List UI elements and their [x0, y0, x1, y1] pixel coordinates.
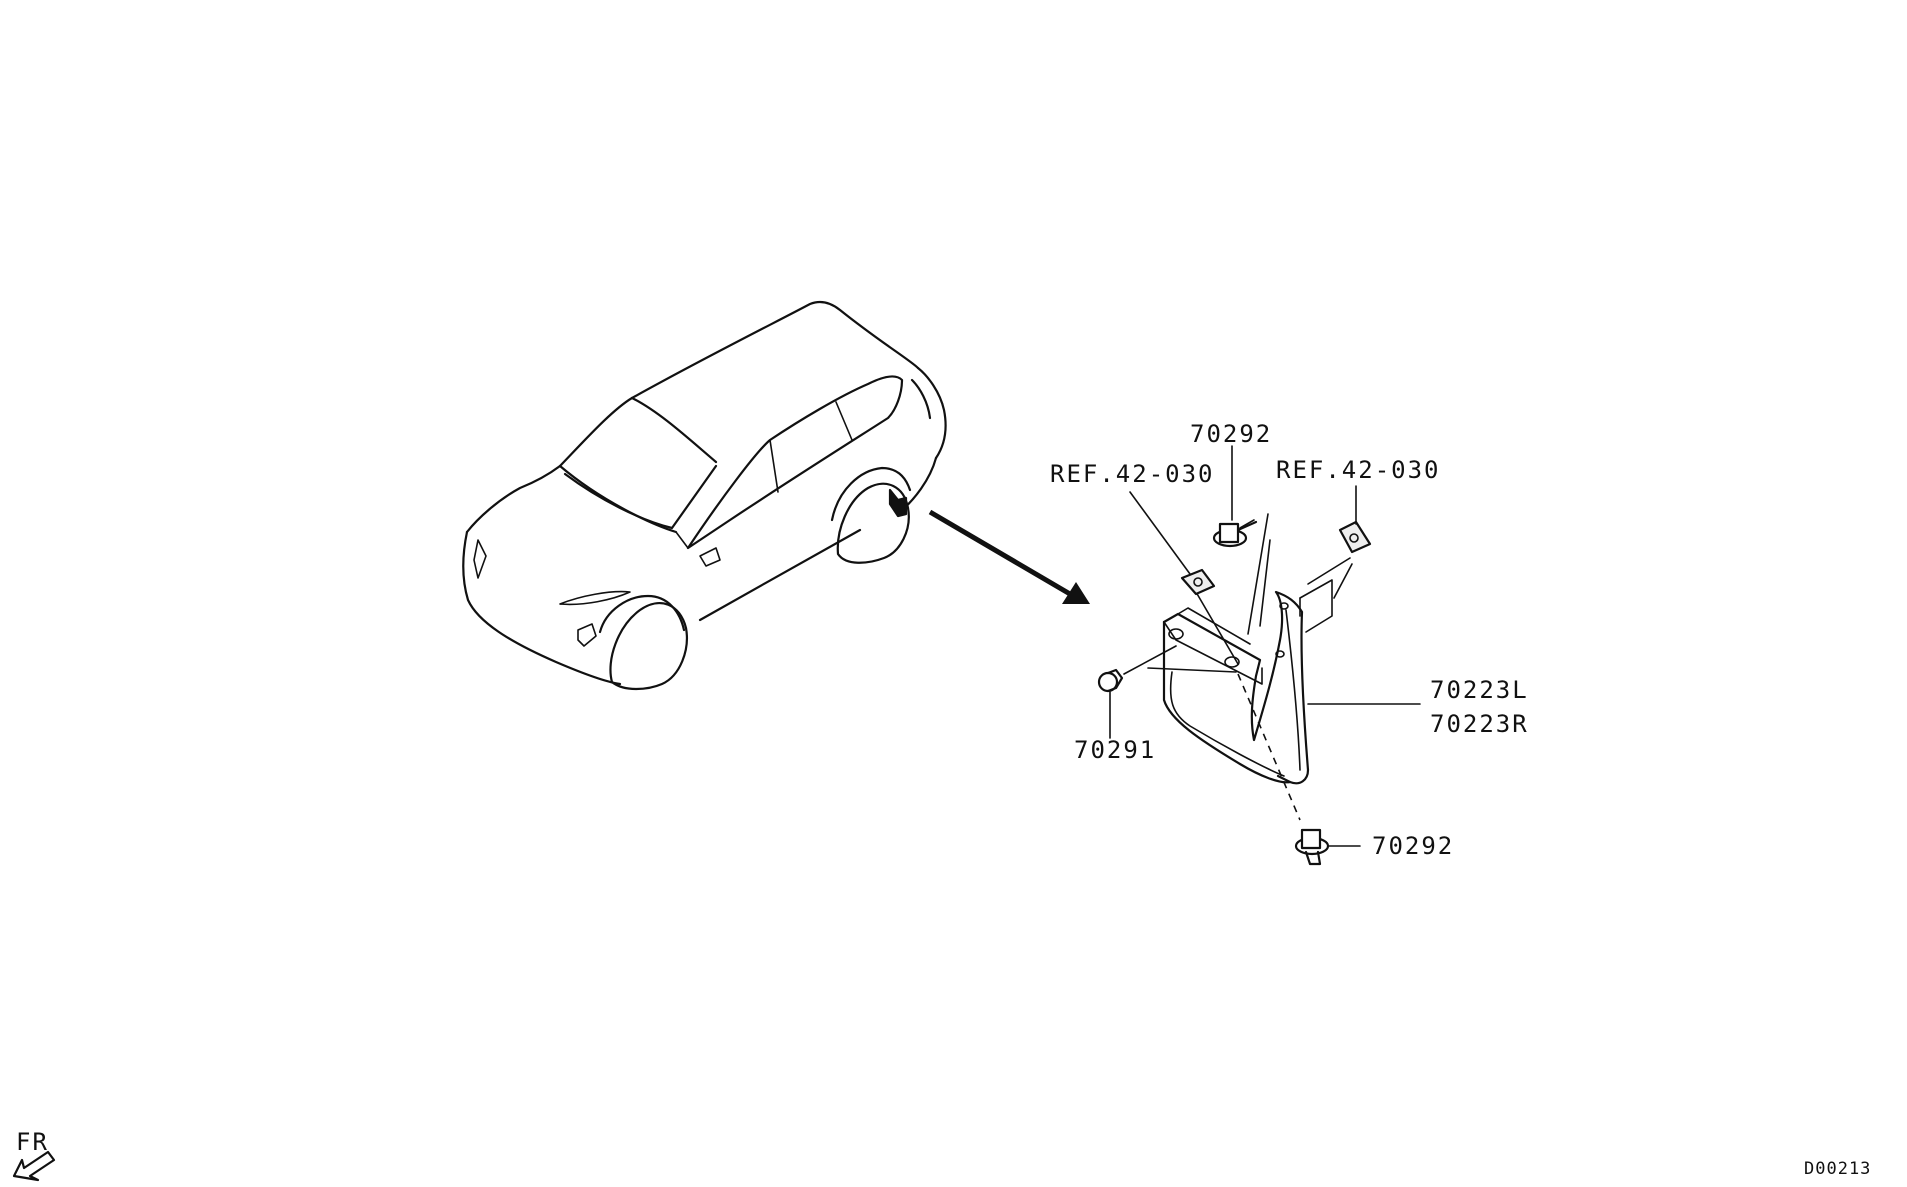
front-arrow-icon [12, 1150, 56, 1182]
bolt-bottom [1294, 828, 1361, 866]
vehicle-illustration [462, 300, 947, 691]
label-bolt-top: 70292 [1190, 420, 1272, 448]
direction-arrow [928, 509, 1090, 604]
label-bolt-bottom: 70292 [1372, 832, 1454, 860]
front-indicator-label: FR [16, 1128, 49, 1156]
mudguard-assembly [1123, 513, 1353, 821]
label-ref-left: REF.42-030 [1050, 460, 1215, 488]
label-mudguard-r: 70223R [1430, 710, 1529, 738]
clip [1097, 668, 1124, 739]
diagram-code: D00213 [1804, 1159, 1871, 1179]
label-clip: 70291 [1074, 736, 1156, 764]
nut-plate-right [1338, 485, 1372, 554]
label-mudguard-l: 70223L [1430, 676, 1529, 704]
bolt-top [1212, 445, 1258, 548]
label-ref-right: REF.42-030 [1276, 456, 1441, 484]
front-indicator: FR [12, 1128, 56, 1182]
nut-plate-left [1129, 491, 1216, 596]
